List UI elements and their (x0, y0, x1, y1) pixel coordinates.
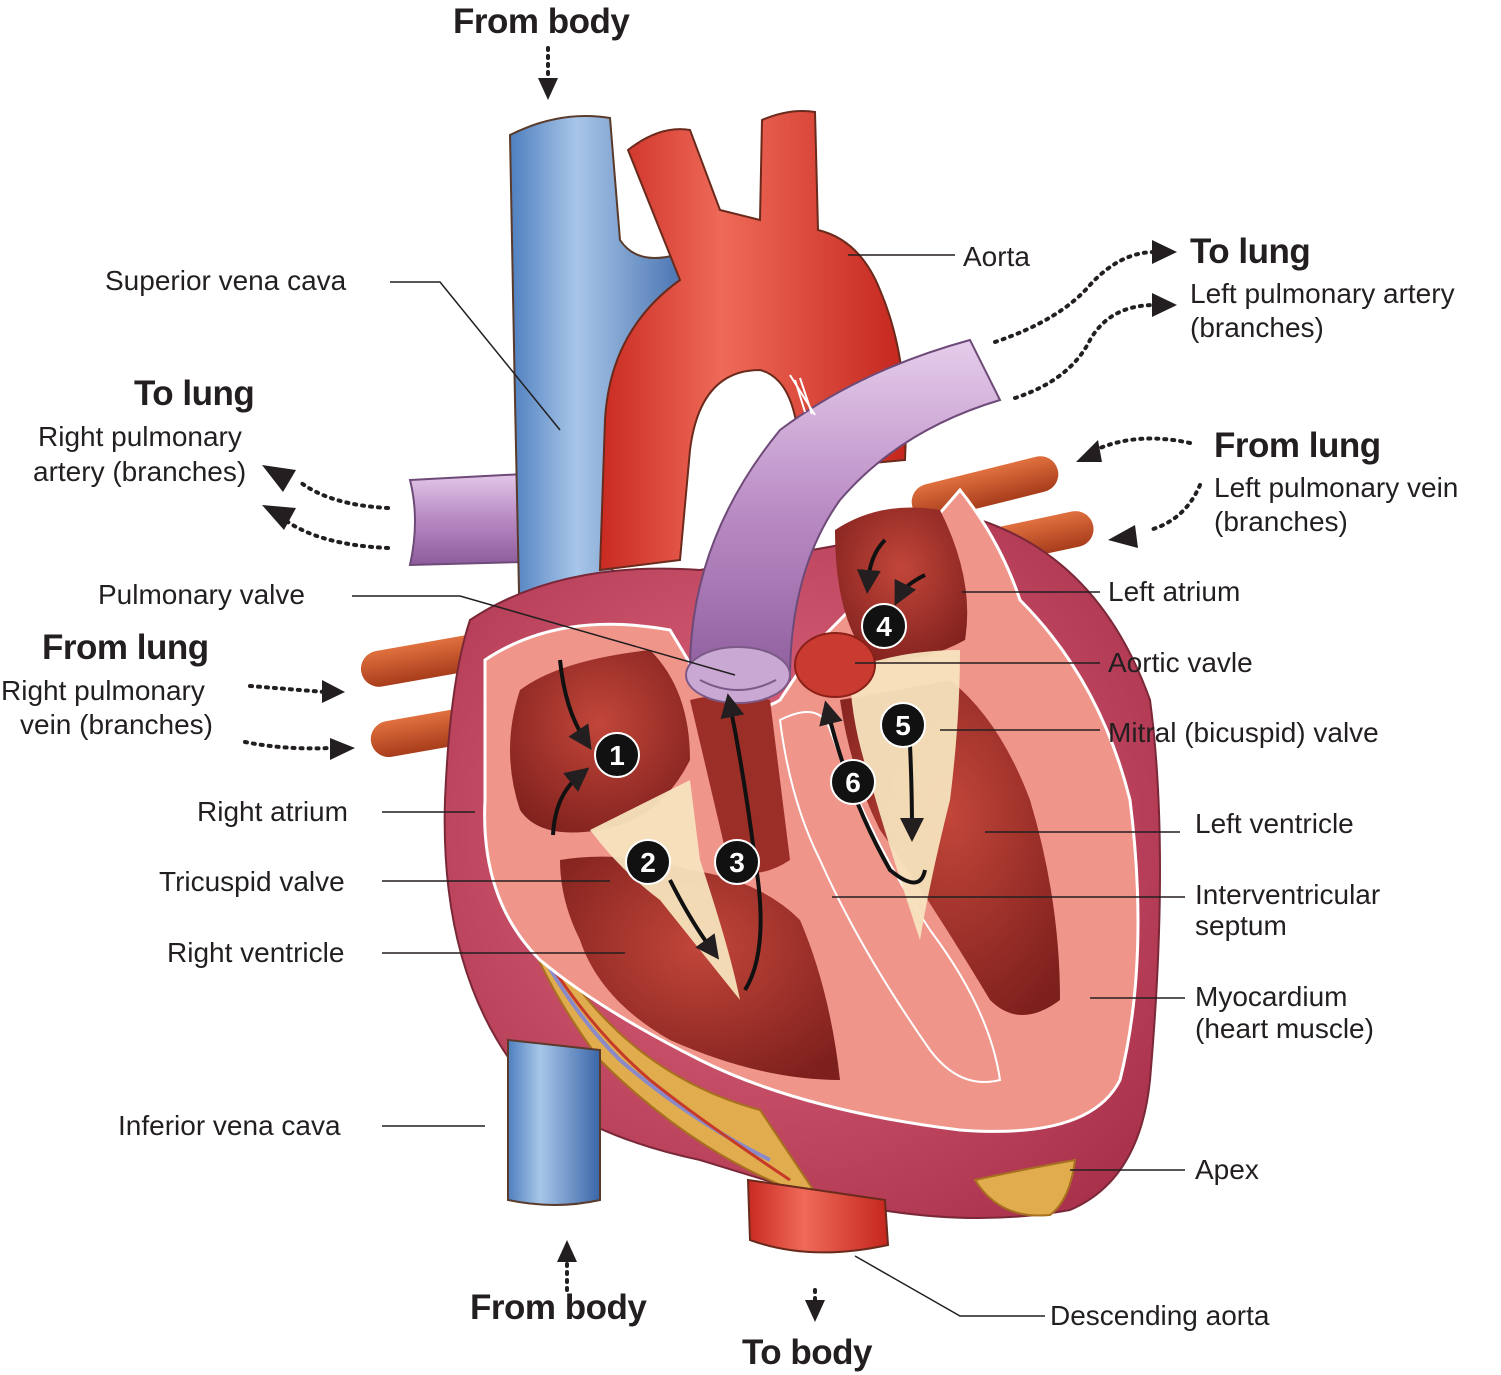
heading-left-to-lung: To lung (134, 374, 255, 413)
label-interventricular-septum-line1: Interventricular (1195, 879, 1381, 910)
dotted-flow-arrows (243, 46, 1202, 1307)
flow-step-badges: 1 2 3 4 5 6 (594, 603, 926, 885)
aortic-valve-shape (794, 632, 876, 698)
label-left-pulmonary-vein-line1: Left pulmonary vein (1214, 472, 1459, 503)
label-inferior-vena-cava: Inferior vena cava (118, 1110, 341, 1141)
svg-text:4: 4 (876, 611, 892, 642)
label-pulmonary-valve: Pulmonary valve (98, 579, 305, 610)
label-right-pulmonary-vein-line1: Right pulmonary (1, 675, 205, 706)
label-apex: Apex (1195, 1154, 1259, 1185)
label-left-ventricle: Left ventricle (1195, 808, 1354, 839)
inferior-vena-cava-shape (507, 1038, 601, 1206)
heading-bottom-to-body: To body (742, 1333, 873, 1372)
step-badge-2: 2 (625, 839, 671, 885)
step-badge-1: 1 (594, 732, 640, 778)
label-right-pulmonary-vein-line2: vein (branches) (20, 709, 213, 740)
right-ventricle-chamber (560, 856, 840, 1080)
label-descending-aorta: Descending aorta (1050, 1300, 1270, 1331)
heading-top-from-body: From body (453, 2, 630, 41)
svg-text:3: 3 (729, 847, 745, 878)
label-aorta: Aorta (963, 241, 1030, 272)
svg-text:1: 1 (609, 740, 625, 771)
apex-fat (973, 1158, 1077, 1217)
step-badge-6: 6 (830, 759, 876, 805)
label-left-atrium: Left atrium (1108, 576, 1241, 607)
step-badge-4: 4 (861, 603, 907, 649)
label-tricuspid-valve: Tricuspid valve (159, 866, 345, 897)
svg-text:6: 6 (845, 767, 861, 798)
pulmonary-valve-shape (685, 646, 791, 704)
label-aortic-valve: Aortic vavle (1108, 647, 1253, 678)
descending-aorta-shape (746, 1178, 890, 1254)
label-right-ventricle: Right ventricle (167, 937, 345, 968)
heading-bottom-from-body: From body (470, 1288, 647, 1327)
label-right-atrium: Right atrium (197, 796, 348, 827)
label-left-pulmonary-artery-line1: Left pulmonary artery (1190, 278, 1455, 309)
label-myocardium-line2: (heart muscle) (1195, 1013, 1374, 1044)
heading-right-from-lung: From lung (1214, 426, 1381, 465)
svg-text:5: 5 (895, 710, 911, 741)
label-left-pulmonary-vein-line2: (branches) (1214, 506, 1348, 537)
label-mitral-valve: Mitral (bicuspid) valve (1108, 717, 1379, 748)
leader-lines (352, 254, 1185, 1317)
label-right-pulmonary-artery-line1: Right pulmonary (38, 421, 242, 452)
label-superior-vena-cava: Superior vena cava (105, 265, 347, 296)
label-right-pulmonary-artery-line2: artery (branches) (33, 456, 247, 487)
heading-right-to-lung: To lung (1190, 232, 1311, 271)
svg-text:2: 2 (640, 847, 656, 878)
step-badge-5: 5 (880, 702, 926, 748)
heading-left-from-lung: From lung (42, 628, 209, 667)
dotted-arrow-heads (262, 78, 1177, 1322)
label-left-pulmonary-artery-line2: (branches) (1190, 312, 1324, 343)
step-badge-3: 3 (714, 839, 760, 885)
mitral-valve-tissue (850, 650, 960, 940)
label-myocardium-line1: Myocardium (1195, 981, 1348, 1012)
label-interventricular-septum-line2: septum (1195, 910, 1287, 941)
